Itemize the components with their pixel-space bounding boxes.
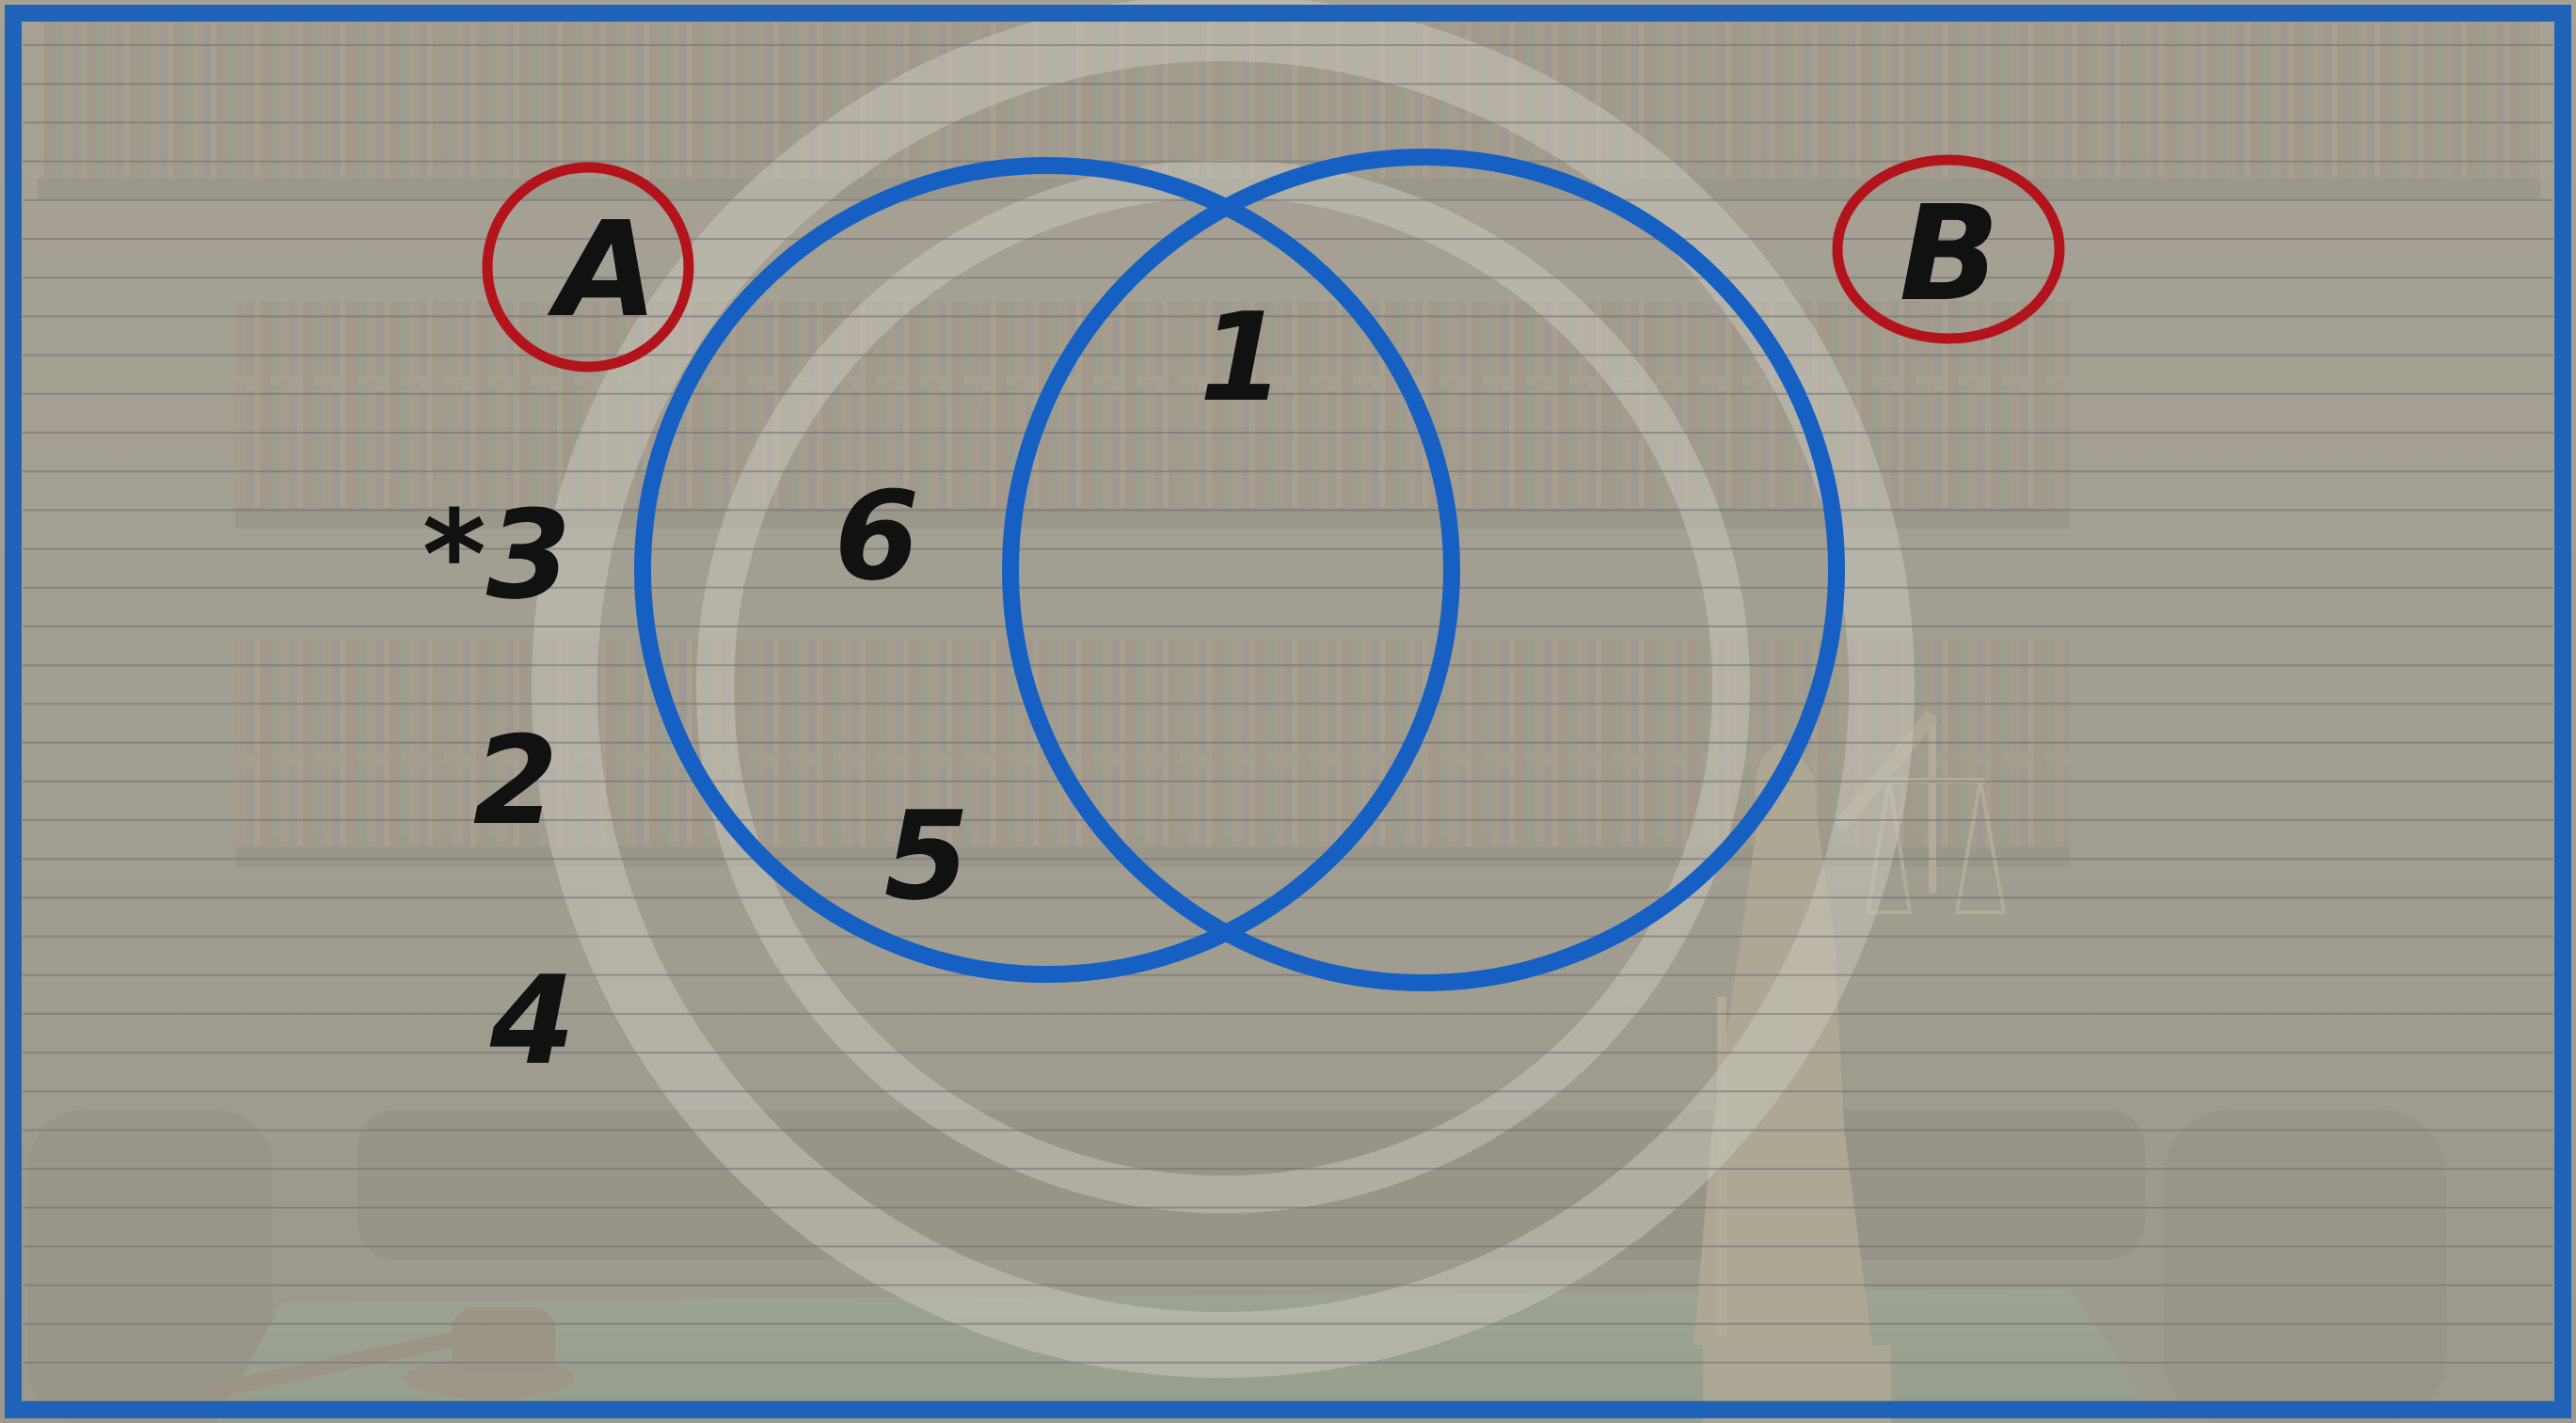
number-outside-4: 4	[489, 949, 575, 1092]
number-outside-2: 2	[473, 709, 558, 852]
set-b-label: B	[1900, 178, 2000, 331]
number-a-only: 6	[835, 465, 919, 608]
set-a-label: A	[547, 194, 658, 347]
number-a-only-lower: 5	[884, 784, 969, 927]
number-outside-starred: *3	[422, 483, 571, 626]
number-intersection: 1	[1200, 286, 1284, 429]
